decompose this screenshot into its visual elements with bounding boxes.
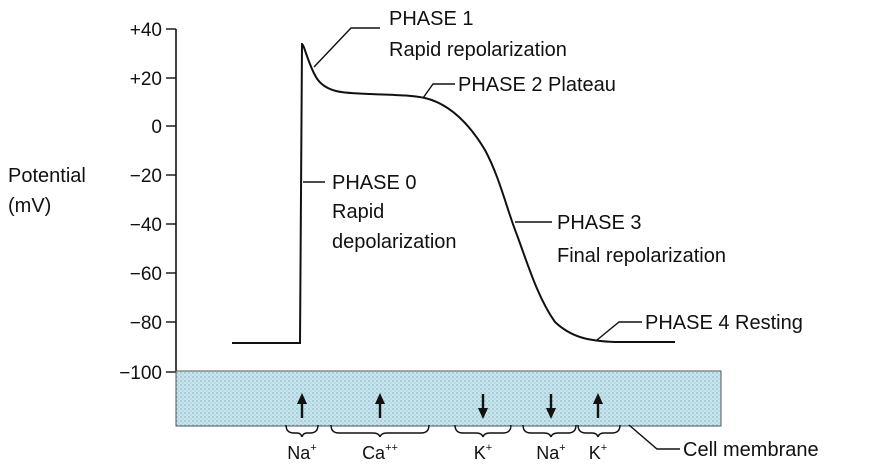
tick-label-minus60: −60 — [130, 264, 162, 285]
y-axis-tick-labels: +40 +20 0 −20 −40 −60 −80 −100 — [119, 20, 162, 384]
phase0-description-line2: depolarization — [332, 231, 457, 253]
ion-label-ca: Ca++ — [362, 442, 398, 463]
ion-arrow-na-out — [546, 394, 556, 419]
phase3-title: PHASE 3 — [557, 212, 641, 234]
y-axis-ticks — [166, 28, 176, 373]
phase0-title: PHASE 0 — [332, 172, 416, 194]
y-axis-unit: (mV) — [8, 195, 51, 217]
ion-label-na-1: Na+ — [287, 442, 316, 463]
tick-label-0: 0 — [151, 117, 162, 138]
action-potential-curve — [232, 42, 675, 344]
tick-label-minus80: −80 — [130, 313, 162, 334]
cell-membrane-label: Cell membrane — [683, 439, 819, 461]
tick-label-minus40: −40 — [130, 215, 162, 236]
ion-label-k-1: K+ — [474, 442, 492, 463]
ion-arrow-k-out — [478, 394, 488, 419]
phase4-leader — [596, 321, 642, 341]
ion-label-k-2: K+ — [589, 442, 607, 463]
cell-membrane — [175, 370, 722, 427]
ion-arrow-ca-in — [375, 393, 385, 418]
tick-label-minus20: −20 — [130, 166, 162, 187]
ion-arrow-k-in — [593, 393, 603, 418]
membrane-label-leader — [628, 424, 680, 450]
tick-label-minus100: −100 — [119, 363, 162, 384]
y-axis-title: Potential — [8, 165, 86, 187]
tick-label-plus20: +20 — [130, 69, 162, 90]
phase2-leader — [422, 83, 455, 99]
phase3-description: Final repolarization — [557, 245, 726, 267]
phase2-label: PHASE 2 Plateau — [458, 74, 616, 96]
phase1-title: PHASE 1 — [389, 8, 473, 30]
phase1-description: Rapid repolarization — [389, 39, 567, 61]
phase0-description-line1: Rapid — [332, 201, 384, 223]
ion-arrow-na-in — [297, 393, 307, 418]
tick-label-plus40: +40 — [130, 20, 162, 41]
ion-label-na-2: Na+ — [536, 442, 565, 463]
phase1-leader — [313, 27, 380, 68]
ion-brackets — [285, 424, 621, 438]
phase4-label: PHASE 4 Resting — [645, 312, 803, 334]
